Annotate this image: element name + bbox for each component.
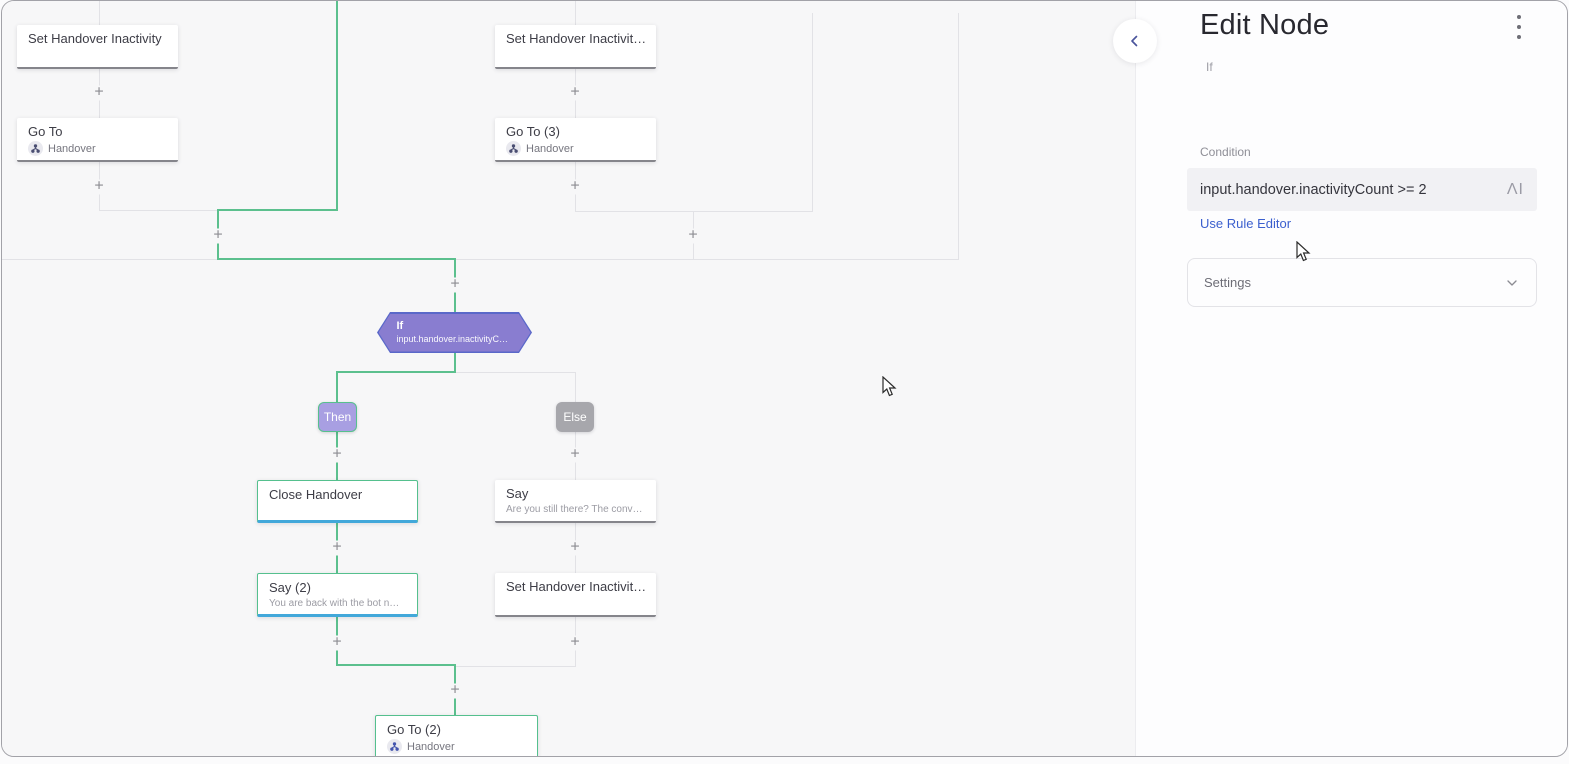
kebab-menu-icon[interactable] [1515, 15, 1523, 39]
connector-line [99, 1, 100, 25]
condition-label: Condition [1200, 145, 1251, 159]
connector-line [2, 259, 958, 260]
add-node-button[interactable]: + [329, 634, 345, 651]
node-go-to-3[interactable]: Go To (3) Handover [495, 118, 656, 162]
chevron-left-icon [1131, 35, 1138, 47]
target-label: Handover [48, 142, 96, 155]
node-set-handover-inactivity-3[interactable]: Set Handover Inactivit… [495, 573, 656, 617]
add-node-button[interactable]: + [567, 634, 583, 651]
target-chip: Handover [387, 739, 527, 754]
add-node-button[interactable]: + [685, 227, 701, 244]
panel-title: Edit Node [1200, 9, 1330, 41]
flow-canvas[interactable]: + + + + + + + + + + + + + + Set Handover… [2, 1, 1135, 756]
node-close-handover[interactable]: Close Handover [257, 480, 418, 523]
add-node-button[interactable]: + [329, 446, 345, 463]
node-say[interactable]: Say Are you still there? The conv… [495, 480, 656, 523]
connector-line [455, 666, 575, 667]
settings-label: Settings [1204, 275, 1251, 290]
connector-line-active [336, 371, 338, 403]
connector-line [455, 372, 575, 373]
node-title: Close Handover [269, 487, 363, 502]
connector-line [575, 372, 576, 403]
add-node-button[interactable]: + [567, 539, 583, 556]
mouse-cursor [882, 376, 897, 397]
add-node-button[interactable]: + [329, 539, 345, 556]
if-node-body: If input.handover.inactivityC… [379, 314, 531, 352]
node-title: Go To (3) [506, 124, 560, 139]
settings-section-toggle[interactable]: Settings [1187, 258, 1537, 307]
flow-icon [506, 141, 521, 156]
node-say-2[interactable]: Say (2) You are back with the bot n… [257, 573, 418, 617]
node-title: Go To [28, 124, 63, 139]
node-title: Set Handover Inactivit… [506, 579, 646, 594]
node-title: Set Handover Inactivity [28, 31, 162, 46]
connector-line-active [454, 351, 456, 373]
node-title: Set Handover Inactivit… [506, 31, 646, 46]
flow-icon [28, 141, 43, 156]
flow-icon [387, 739, 402, 754]
connector-line-active [217, 258, 456, 260]
add-node-button[interactable]: + [91, 84, 107, 101]
node-subtitle: Are you still there? The conv… [506, 504, 643, 515]
target-label: Handover [407, 740, 455, 753]
target-chip: Handover [28, 141, 168, 156]
chevron-down-icon [1507, 279, 1517, 286]
connector-line [575, 1, 576, 25]
connector-line-active [336, 371, 456, 373]
condition-value: input.handover.inactivityCount >= 2 [1200, 181, 1427, 198]
connector-line [812, 13, 813, 212]
node-title: Say [506, 486, 529, 501]
connector-line-active [336, 664, 456, 666]
target-chip: Handover [506, 141, 646, 156]
ai-assist-icon[interactable]: ΛI [1506, 180, 1524, 198]
connector-line-active [217, 209, 338, 211]
connector-line-active [336, 1, 338, 211]
add-node-button[interactable]: + [91, 178, 107, 195]
use-rule-editor-link[interactable]: Use Rule Editor [1200, 216, 1292, 231]
else-branch-badge[interactable]: Else [556, 402, 594, 432]
node-subtitle: input.handover.inactivityC… [396, 333, 509, 344]
add-node-button[interactable]: + [567, 446, 583, 463]
node-go-to[interactable]: Go To Handover [17, 118, 178, 162]
collapse-panel-button[interactable] [1113, 19, 1157, 63]
node-type-label: If [1206, 60, 1213, 74]
target-label: Handover [526, 142, 574, 155]
add-node-button[interactable]: + [210, 227, 226, 244]
condition-input[interactable]: input.handover.inactivityCount >= 2 ΛI [1187, 168, 1537, 211]
add-node-button[interactable]: + [447, 682, 463, 699]
add-node-button[interactable]: + [567, 84, 583, 101]
add-node-button[interactable]: + [567, 178, 583, 195]
node-subtitle: You are back with the bot n… [269, 598, 400, 609]
node-title: If [396, 319, 404, 332]
node-set-handover-inactivity-2[interactable]: Set Handover Inactivit… [495, 25, 656, 69]
connector-line [958, 13, 959, 260]
node-title: Go To (2) [387, 722, 441, 737]
connector-line [99, 210, 218, 211]
node-set-handover-inactivity[interactable]: Set Handover Inactivity [17, 25, 178, 69]
add-node-button[interactable]: + [447, 276, 463, 293]
node-title: Say (2) [269, 580, 311, 595]
node-if[interactable]: If input.handover.inactivityC… [377, 312, 532, 353]
node-go-to-2[interactable]: Go To (2) Handover [375, 715, 538, 756]
edit-node-panel: Edit Node If Condition input.handover.in… [1135, 1, 1567, 756]
then-branch-badge[interactable]: Then [318, 402, 357, 432]
